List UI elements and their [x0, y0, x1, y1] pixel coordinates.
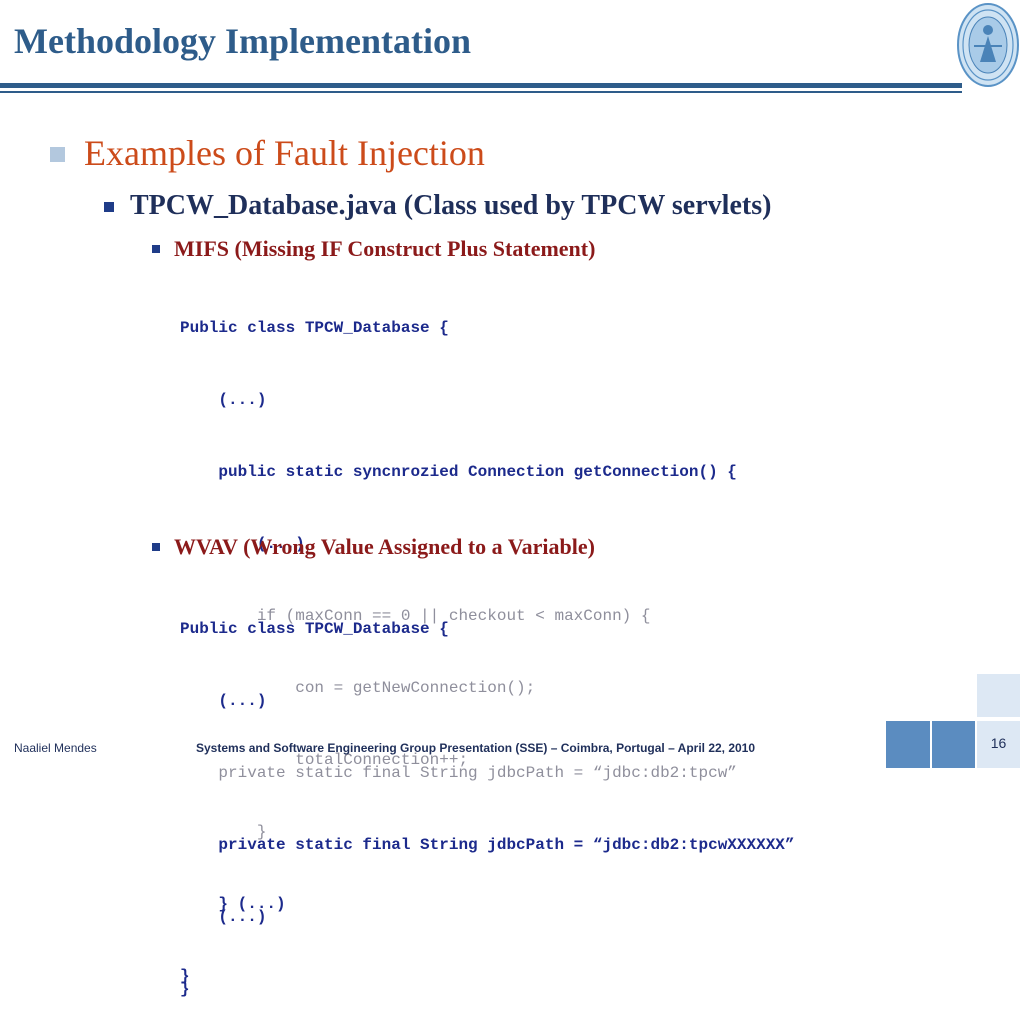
code-line: (...) — [180, 391, 267, 409]
section-heading: Examples of Fault Injection — [84, 133, 485, 173]
code-block-wvav: Public class TPCW_Database { (...) priva… — [180, 569, 795, 1025]
code-line: public static syncnrozied Connection get… — [180, 463, 737, 481]
slide-title: Methodology Implementation — [14, 21, 471, 61]
subheading: TPCW_Database.java (Class used by TPCW s… — [130, 190, 772, 221]
title-rule-thick — [0, 83, 962, 88]
footer-event: Systems and Software Engineering Group P… — [196, 741, 756, 755]
code-block-mifs: Public class TPCW_Database { (...) publi… — [180, 268, 737, 1012]
wvav-label: WVAV (Wrong Value Assigned to a Variable… — [174, 534, 595, 559]
code-line: Public class TPCW_Database { — [180, 319, 449, 337]
page-number: 16 — [990, 735, 1007, 751]
bullet-square — [104, 202, 114, 212]
removed-code-line: private static final String jdbcPath = “… — [180, 764, 737, 782]
university-seal-icon — [957, 3, 1019, 87]
code-line: (...) — [180, 908, 267, 926]
mifs-label: MIFS (Missing IF Construct Plus Statemen… — [174, 236, 596, 261]
code-line: (...) — [180, 692, 267, 710]
decorative-square — [932, 721, 975, 768]
decorative-square — [886, 721, 930, 768]
bullet-square — [50, 147, 65, 162]
removed-code-line: totalConnection++; — [180, 751, 469, 769]
title-rule-thin — [0, 91, 962, 93]
code-line: (...) — [180, 535, 305, 553]
removed-code-line: con = getNewConnection(); — [180, 679, 536, 697]
footer-author: Naaliel Mendes — [14, 741, 97, 755]
bullet-square — [152, 245, 160, 253]
decorative-square — [977, 674, 1020, 717]
removed-code-line: if (maxConn == 0 || checkout < maxConn) … — [180, 607, 651, 625]
bullet-square — [152, 543, 160, 551]
page-number-box — [977, 721, 1020, 768]
code-line: } — [180, 980, 190, 998]
code-line: private static final String jdbcPath = “… — [180, 836, 795, 854]
code-line: Public class TPCW_Database { — [180, 620, 449, 638]
